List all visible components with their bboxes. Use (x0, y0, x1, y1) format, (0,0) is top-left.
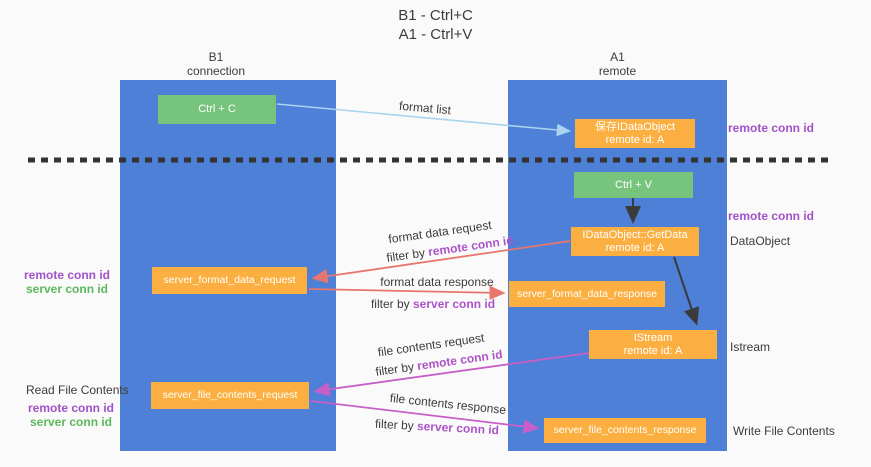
diagram-title: B1 - Ctrl+C A1 - Ctrl+V (0, 6, 871, 44)
lane-a1-role: remote (598, 64, 637, 78)
node-ctrl-v-label: Ctrl + V (615, 178, 652, 191)
edge-label-filter-by-server-2: filter by server conn id (375, 417, 500, 437)
label-read-file-contents: Read File Contents (26, 383, 129, 397)
lane-header-a1: A1 remote (508, 50, 727, 78)
arrow-format-data-response (308, 285, 506, 300)
node-ctrl-c-label: Ctrl + C (198, 103, 236, 115)
label-server-conn-id-left-2: server conn id (29, 415, 113, 429)
node-server-file-contents-request: server_file_contents_request (151, 382, 309, 409)
edge-label-filter-by-server-1: filter by server conn id (371, 297, 495, 311)
node-ctrl-v: Ctrl + V (574, 172, 693, 198)
label-remote-conn-id-top-right: remote conn id (728, 121, 815, 135)
filter-by-text: filter by (385, 245, 426, 265)
node-istream: IStream remote id: A (589, 330, 717, 359)
title-line-1: B1 - Ctrl+C (398, 7, 473, 24)
lane-header-b1: B1 connection (108, 50, 324, 78)
lane-a1-name: A1 (610, 50, 625, 64)
node-server-file-contents-response: server_file_contents_response (544, 418, 706, 443)
node-save-dataobject-line1: 保存IDataObject (594, 120, 676, 133)
title-line-2: A1 - Ctrl+V (398, 26, 473, 43)
label-left-conn-ids-format: remote conn id server conn id (24, 268, 110, 296)
edge-label-file-contents-response: file contents response (389, 390, 507, 418)
label-remote-conn-id-left-1: remote conn id (24, 268, 111, 282)
node-server-format-data-request: server_format_data_request (152, 267, 307, 294)
label-remote-conn-id-left-2: remote conn id (28, 401, 115, 415)
node-server-format-data-response: server_format_data_response (509, 281, 665, 307)
node-file-req-label: server_file_contents_request (162, 389, 298, 401)
label-left-conn-ids-file: remote conn id server conn id (28, 401, 114, 429)
node-save-dataobject: 保存IDataObject remote id: A (575, 119, 695, 148)
node-istream-line2: remote id: A (623, 344, 683, 357)
node-idataobject-getdata: IDataObject::GetData remote id: A (571, 227, 699, 256)
node-save-dataobject-line2: remote id: A (605, 133, 665, 146)
lane-b1-role: connection (186, 64, 246, 78)
node-ctrl-c: Ctrl + C (158, 95, 276, 124)
node-fmt-resp-label: server_format_data_response (516, 287, 658, 300)
lane-b1-name: B1 (208, 50, 224, 64)
node-fmt-req-label: server_format_data_request (163, 274, 296, 286)
label-remote-conn-id-mid-right: remote conn id (728, 209, 815, 223)
node-getdata-line2: remote id: A (605, 241, 665, 254)
filter-by-text: filter by (370, 297, 410, 311)
filter-by-text: filter by (374, 416, 415, 433)
node-istream-line1: IStream (633, 331, 673, 344)
label-istream: Istream (730, 340, 771, 354)
label-write-file-contents: Write File Contents (733, 424, 835, 438)
filter-by-text: filter by (374, 359, 415, 379)
node-getdata-line1: IDataObject::GetData (582, 228, 688, 241)
label-server-conn-id-left-1: server conn id (25, 282, 109, 296)
edge-label-format-data-response: format data response (380, 275, 494, 289)
server-conn-id-text: server conn id (413, 297, 496, 311)
label-dataobject: DataObject (730, 234, 791, 248)
node-file-resp-label: server_file_contents_response (553, 424, 697, 436)
server-conn-id-text: server conn id (416, 418, 500, 438)
edge-label-format-list: format list (398, 98, 452, 118)
